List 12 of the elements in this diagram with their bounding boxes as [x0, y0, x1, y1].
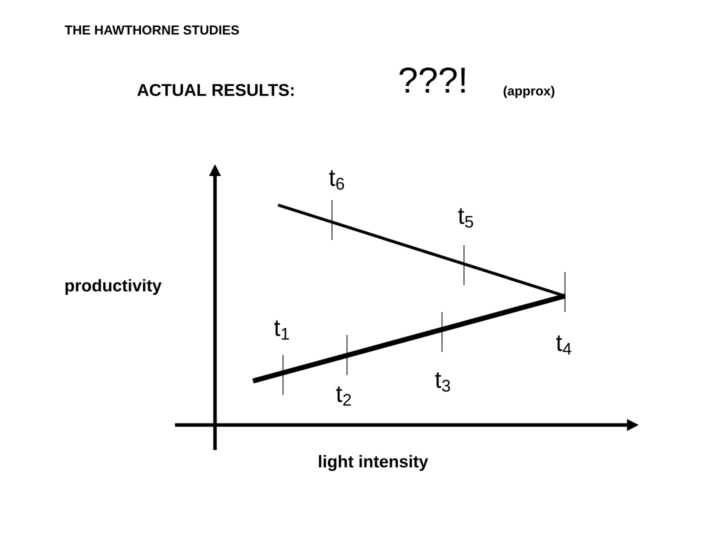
- axis-label: productivity: [65, 279, 162, 295]
- time-label: t$_{4}$: [556, 335, 572, 355]
- time-label: t$_{1}$: [274, 320, 289, 340]
- note-text: (approx): [504, 86, 554, 98]
- time-label: t$_{3}$: [435, 372, 450, 392]
- heading: ACTUAL RESULTS:: [137, 84, 294, 96]
- axis-label: light intensity: [318, 455, 428, 471]
- time-label: t$_{5}$: [458, 208, 474, 228]
- title: THE HAWTHORNE STUDIES: [64, 25, 239, 35]
- time-label: t$_{6}$: [329, 170, 344, 190]
- exclamation-text: ???!: [399, 67, 465, 93]
- time-label: t$_{2}$: [336, 386, 351, 406]
